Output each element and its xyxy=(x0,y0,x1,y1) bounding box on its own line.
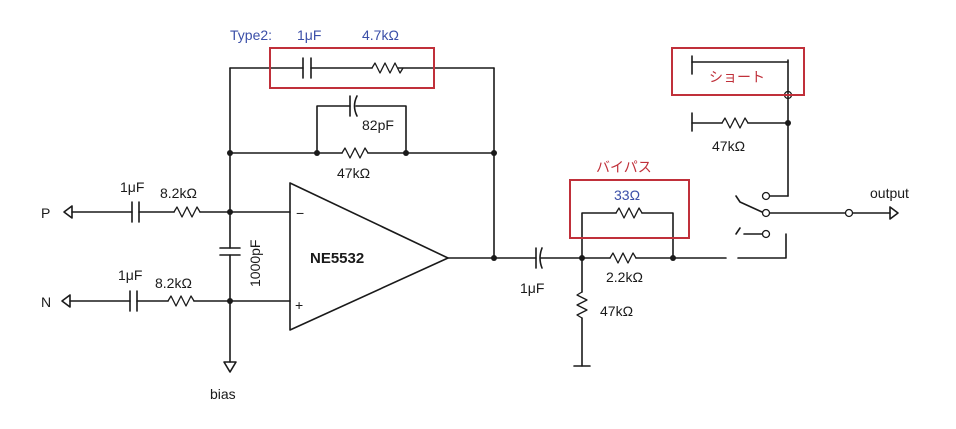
feedback-res-label: 47kΩ xyxy=(337,165,370,181)
shunt-branch xyxy=(573,257,591,367)
input-p-label: P xyxy=(41,205,50,221)
opamp-label: NE5532 xyxy=(310,250,364,267)
input-p-cap-label: 1μF xyxy=(120,179,144,195)
series-res-label: 2.2kΩ xyxy=(606,269,643,285)
type2-label: Type2: xyxy=(230,27,272,43)
input-n-cap-label: 1μF xyxy=(118,267,142,283)
output-jack xyxy=(844,208,854,218)
type2-highlight-box xyxy=(269,47,435,89)
output-cap-label: 1μF xyxy=(520,280,544,296)
feedback-47k-branch xyxy=(229,147,495,159)
switch-res-label: 47kΩ xyxy=(712,138,745,154)
input-n-capacitor xyxy=(129,290,138,312)
input-p-path xyxy=(63,201,291,223)
type2-cap-label: 1μF xyxy=(297,27,321,43)
input-p-capacitor xyxy=(131,201,140,223)
input-p-resistor xyxy=(173,206,201,218)
diff-cap-label: 1000pF xyxy=(247,240,263,287)
type2-resistor xyxy=(371,62,404,74)
feedback-82pf-branch xyxy=(316,95,407,154)
output-switch xyxy=(735,191,899,259)
opamp-triangle xyxy=(289,182,449,331)
differential-capacitor xyxy=(219,211,241,373)
type2-res-label: 4.7kΩ xyxy=(362,27,399,43)
input-n-label: N xyxy=(41,294,51,310)
short-title: ショート xyxy=(709,69,765,85)
switch-47k-branch xyxy=(691,55,793,197)
bias-label: bias xyxy=(210,386,236,402)
bias-terminal xyxy=(223,361,237,373)
switch-resistor xyxy=(721,117,749,129)
opamp-plus-label: + xyxy=(295,297,303,313)
feedback-cap-label: 82pF xyxy=(362,117,394,133)
junction-dots xyxy=(227,120,791,304)
input-p-res-label: 8.2kΩ xyxy=(160,185,197,201)
input-n-path xyxy=(61,290,291,312)
bypass-branch xyxy=(581,207,674,259)
bypass-title: バイパス xyxy=(596,159,652,175)
opamp-minus-label: − xyxy=(296,205,304,221)
input-n-res-label: 8.2kΩ xyxy=(155,275,192,291)
input-n-resistor xyxy=(167,295,195,307)
bypass-resistor xyxy=(615,207,643,219)
series-resistor xyxy=(609,252,637,264)
shunt-res-label: 47kΩ xyxy=(600,303,633,319)
output-label: output xyxy=(870,185,909,201)
shunt-resistor xyxy=(576,291,588,319)
input-n-terminal xyxy=(61,294,71,308)
bypass-res-label: 33Ω xyxy=(614,187,640,203)
type2-feedback-branch xyxy=(229,57,495,79)
short-highlight-box xyxy=(671,47,805,96)
feedback-47k-resistor xyxy=(341,147,369,159)
bypass-highlight-box xyxy=(569,179,690,239)
input-p-terminal xyxy=(63,205,73,219)
output-terminal xyxy=(889,206,899,220)
type2-capacitor xyxy=(302,57,312,79)
